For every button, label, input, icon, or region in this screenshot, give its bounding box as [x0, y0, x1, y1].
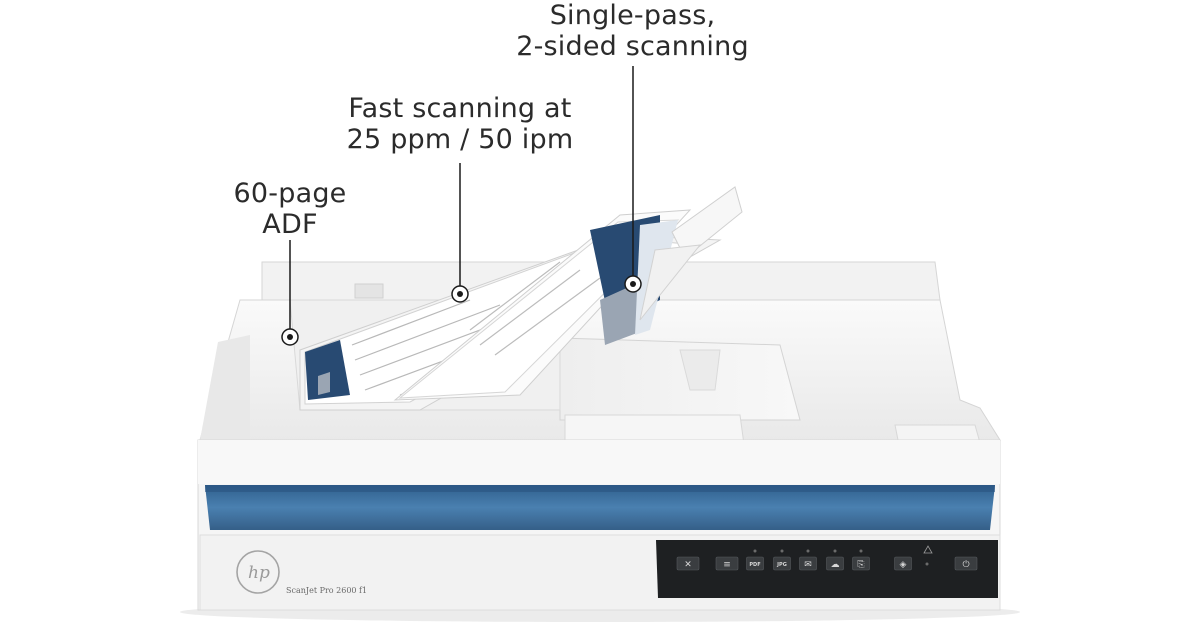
duplex-callout-line1: Single-pass, — [549, 0, 716, 31]
control-panel: ✕ ≡ PDF JPG ✉ ☁ ⎘ ◈ ⏻ — [656, 540, 998, 598]
pdf-key[interactable]: PDF — [746, 556, 764, 571]
callout-lines — [289, 66, 634, 335]
tray-stopper — [679, 349, 721, 391]
adf-callout-line2: ADF — [262, 209, 318, 240]
jpg-key[interactable]: JPG — [773, 556, 791, 571]
callout-markers — [281, 275, 642, 346]
speed-callout-line2: 25 ppm / 50 ipm — [346, 124, 574, 155]
cancel-key[interactable]: ✕ — [676, 556, 700, 571]
copy-icon: ⎘ — [857, 560, 864, 570]
paper-stack — [299, 209, 722, 411]
hp-logo-text: hp — [248, 563, 270, 583]
left-side-shade — [200, 335, 250, 440]
menu-key[interactable]: ≡ — [715, 556, 739, 571]
menu-icon: ≡ — [723, 560, 731, 570]
duplex-callout-line2: 2-sided scanning — [516, 31, 749, 62]
speed-callout: Fast scanning at 25 ppm / 50 ipm — [345, 93, 575, 155]
power-icon: ⏻ — [962, 559, 969, 570]
pdf-icon: PDF — [749, 562, 760, 568]
hp-logo: hp — [236, 550, 280, 594]
speed-callout-line1: Fast scanning at — [348, 93, 572, 124]
duplex-callout: Single-pass, 2-sided scanning — [515, 0, 750, 62]
cancel-icon: ✕ — [684, 560, 692, 570]
cloud-icon: ☁ — [831, 560, 840, 570]
lid-hinge — [354, 283, 384, 299]
scan-icon: ◈ — [900, 560, 907, 570]
jpg-icon: JPG — [776, 562, 787, 568]
adf-callout-line1: 60-page — [233, 178, 347, 209]
blue-accent-band — [205, 485, 995, 530]
email-icon: ✉ — [804, 560, 812, 570]
adf-curl-sheet — [639, 244, 702, 321]
adf-callout: 60-page ADF — [215, 178, 365, 240]
power-key[interactable]: ⏻ — [954, 556, 978, 571]
lid-front-edge — [198, 440, 1000, 484]
model-name: ScanJet Pro 2600 f1 — [286, 586, 367, 595]
warning-icon — [923, 545, 933, 554]
email-key[interactable]: ✉ — [799, 556, 817, 571]
scan-key[interactable]: ◈ — [894, 556, 912, 571]
copy-key[interactable]: ⎘ — [852, 556, 870, 571]
cloud-key[interactable]: ☁ — [826, 556, 844, 571]
